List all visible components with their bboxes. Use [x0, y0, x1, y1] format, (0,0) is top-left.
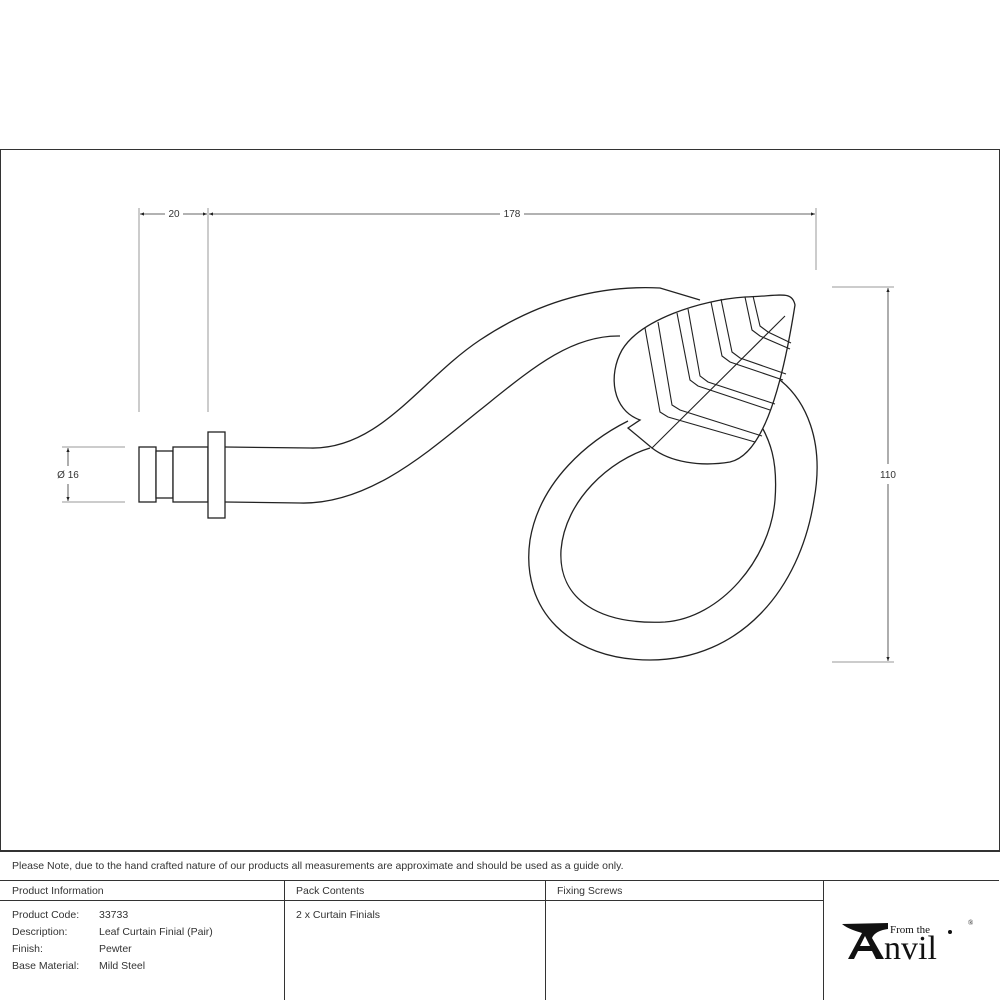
info-label: Base Material:: [12, 960, 80, 972]
logo-big-text: nvil: [884, 930, 937, 967]
info-value: 33733: [99, 909, 129, 921]
from-the-anvil-logo: From the nvil ®: [842, 919, 974, 967]
product-information-column: Product Information Product Code: 33733 …: [0, 881, 285, 1000]
spigot-collar: [172, 446, 209, 503]
anvil-icon: [842, 923, 888, 959]
info-label: Finish:: [12, 943, 43, 955]
logo-small-text: From the: [890, 924, 930, 936]
info-row-finish: Finish: Pewter: [12, 943, 284, 960]
disclaimer-text: Please Note, due to the hand crafted nat…: [12, 860, 624, 872]
logo-dot: [948, 930, 952, 934]
product-table: Product Information Product Code: 33733 …: [0, 880, 999, 1000]
logo-cell: From the nvil ®: [824, 881, 999, 1000]
info-row-description: Description: Leaf Curtain Finial (Pair): [12, 926, 284, 943]
info-row-base-material: Base Material: Mild Steel: [12, 960, 284, 977]
pack-contents-header: Pack Contents: [285, 881, 545, 901]
info-value: Leaf Curtain Finial (Pair): [99, 926, 213, 938]
info-value: Pewter: [99, 943, 132, 955]
product-information-body: Product Code: 33733 Description: Leaf Cu…: [0, 901, 284, 977]
info-row-product-code: Product Code: 33733: [12, 909, 284, 926]
dim-diameter: Ø 16: [57, 470, 79, 481]
fixing-screws-header: Fixing Screws: [546, 881, 823, 901]
info-label: Product Code:: [12, 909, 80, 921]
disclaimer-note: Please Note, due to the hand crafted nat…: [0, 850, 999, 880]
sheet-overlay: Please Note, due to the hand crafted nat…: [0, 149, 999, 1000]
extension-lines: [62, 208, 894, 663]
fixing-screws-body: [546, 901, 823, 909]
pack-contents-item: 2 x Curtain Finials: [296, 909, 381, 921]
dim-spigot-length: 20: [168, 209, 180, 220]
logo-registered-mark: ®: [968, 919, 974, 927]
flange: [207, 431, 226, 519]
pack-contents-body: 2 x Curtain Finials: [285, 901, 545, 921]
dim-height: 110: [880, 470, 896, 481]
dimension-lines: [66, 212, 890, 661]
pack-contents-column: Pack Contents 2 x Curtain Finials: [285, 881, 546, 1000]
dim-overall-length: 178: [504, 209, 521, 220]
info-label: Description:: [12, 926, 68, 938]
finial-outline: [138, 286, 818, 661]
info-value: Mild Steel: [99, 960, 146, 972]
fixing-screws-column: Fixing Screws: [546, 881, 824, 1000]
product-information-header: Product Information: [0, 881, 284, 901]
